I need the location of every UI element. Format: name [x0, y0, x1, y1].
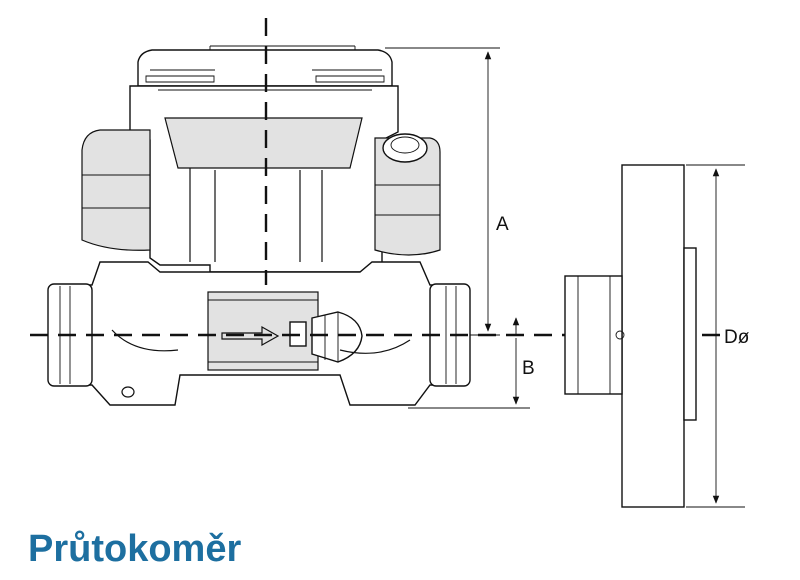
page-title: Průtokoměr [28, 528, 242, 570]
dimension-d-label: Dø [724, 327, 750, 348]
dimension-b: B [408, 317, 535, 409]
end-view [564, 164, 697, 508]
flowmeter-drawing: A B Dø [30, 18, 762, 508]
left-housing [81, 129, 151, 251]
register-cover [137, 49, 393, 87]
flow-direction-arrow [221, 325, 280, 347]
bolt-head [311, 311, 363, 363]
register-body [129, 85, 399, 273]
dimension-b-label: B [522, 358, 535, 379]
flange-plate [621, 164, 685, 508]
dimension-d: Dø [686, 164, 762, 508]
right-housing [374, 137, 441, 256]
side-view [47, 45, 471, 406]
dimension-a-label: A [496, 214, 509, 235]
adjust-cap [382, 133, 428, 163]
flange-hub [564, 275, 623, 395]
dimension-a: A [385, 47, 509, 336]
flange-rim [683, 247, 697, 421]
